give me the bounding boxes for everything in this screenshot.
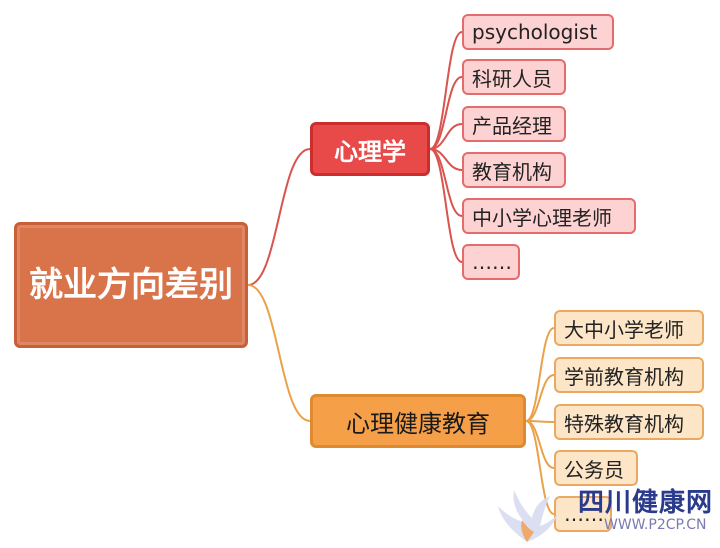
leaf-label: 产品经理	[472, 113, 552, 138]
branch-psychology[interactable]: 心理学	[310, 122, 430, 176]
leaf-civil-servant[interactable]: 公务员	[554, 450, 638, 486]
connector-psych-leaf-2	[429, 123, 463, 150]
connector-root-mental-health	[247, 284, 311, 422]
phoenix-logo-icon	[498, 490, 558, 542]
root-label: 就业方向差别	[29, 265, 233, 305]
leaf-product-manager[interactable]: 产品经理	[462, 106, 566, 142]
leaf-label: 特殊教育机构	[564, 411, 684, 436]
connector-root-psychology	[247, 148, 311, 286]
leaf-education-institution[interactable]: 教育机构	[462, 152, 566, 188]
leaf-label: 学前教育机构	[564, 364, 684, 389]
connector-psych-leaf-5	[429, 148, 463, 263]
leaf-school-teacher[interactable]: 大中小学老师	[554, 310, 704, 346]
connector-psych-leaf-0	[429, 31, 463, 150]
leaf-label: 中小学心理老师	[472, 205, 612, 230]
watermark-url: WWW.P2CP.CN	[604, 517, 707, 533]
leaf-preschool-institution[interactable]: 学前教育机构	[554, 357, 704, 393]
branch-psychology-label: 心理学	[334, 137, 406, 166]
leaf-label: 教育机构	[472, 159, 552, 184]
branch-mental-health-education[interactable]: 心理健康教育	[310, 394, 526, 448]
connector-mh-leaf-0	[525, 327, 555, 422]
connector-psych-leaf-1	[429, 76, 463, 150]
leaf-label: ……	[564, 502, 604, 526]
leaf-label: ……	[472, 250, 512, 274]
leaf-label: 公务员	[564, 457, 624, 482]
leaf-school-psych-teacher[interactable]: 中小学心理老师	[462, 198, 636, 234]
leaf-label: 大中小学老师	[564, 317, 684, 342]
root-node[interactable]: 就业方向差别	[14, 222, 248, 348]
leaf-label: psychologist	[472, 20, 598, 44]
leaf-researcher[interactable]: 科研人员	[462, 59, 566, 95]
connector-mh-leaf-1	[525, 374, 555, 422]
leaf-label: 科研人员	[472, 66, 552, 91]
watermark-title: 四川健康网	[578, 488, 714, 518]
leaf-special-education[interactable]: 特殊教育机构	[554, 404, 704, 440]
leaf-ellipsis-2[interactable]: ……	[554, 496, 612, 532]
leaf-ellipsis[interactable]: ……	[462, 244, 520, 280]
connector-mh-leaf-4	[525, 420, 555, 515]
leaf-psychologist[interactable]: psychologist	[462, 14, 614, 50]
branch-mental-health-label: 心理健康教育	[346, 409, 490, 438]
